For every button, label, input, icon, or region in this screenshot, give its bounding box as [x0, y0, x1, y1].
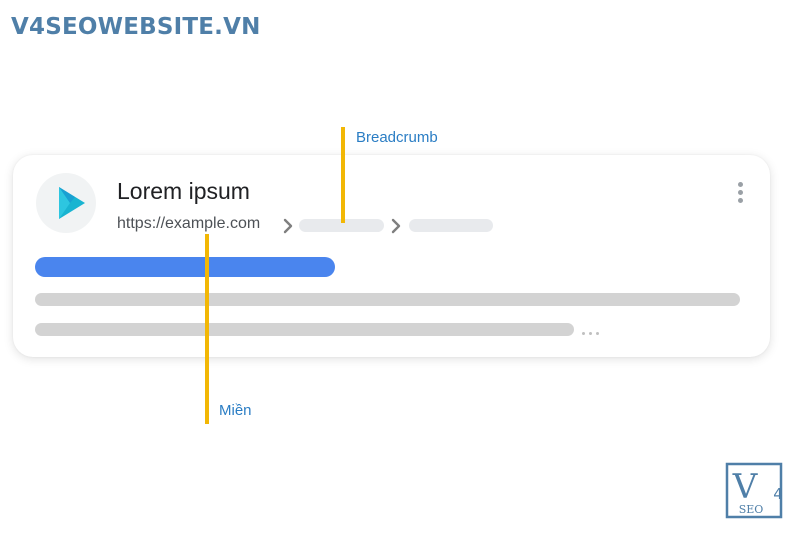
- breadcrumb-leader-line: [341, 127, 345, 223]
- domain-leader-line: [205, 234, 209, 424]
- title-placeholder-bar: [35, 257, 335, 277]
- domain-callout: Miền: [219, 402, 252, 419]
- chevron-right-icon: [283, 218, 293, 234]
- breadcrumb-placeholder: [299, 219, 384, 232]
- logo-subtext: SEO: [739, 503, 764, 516]
- ellipsis-icon: [582, 332, 602, 336]
- play-triangle-icon: [59, 187, 85, 219]
- chevron-right-icon: [391, 218, 401, 234]
- breadcrumb-placeholder: [409, 219, 493, 232]
- breadcrumb-callout: Breadcrumb: [356, 129, 438, 146]
- result-url[interactable]: https://example.com: [117, 215, 261, 232]
- snippet-placeholder-line: [35, 323, 574, 336]
- snippet-placeholder-line: [35, 293, 740, 306]
- logo-letter: V: [732, 467, 759, 507]
- result-title[interactable]: Lorem ipsum: [117, 178, 250, 204]
- favicon: [36, 173, 96, 233]
- more-vert-icon[interactable]: [733, 182, 747, 206]
- logo: V 4 SEO: [725, 462, 783, 519]
- site-title: V4SEOWEBSITE.VN: [11, 14, 261, 40]
- logo-superscript: 4: [773, 485, 783, 503]
